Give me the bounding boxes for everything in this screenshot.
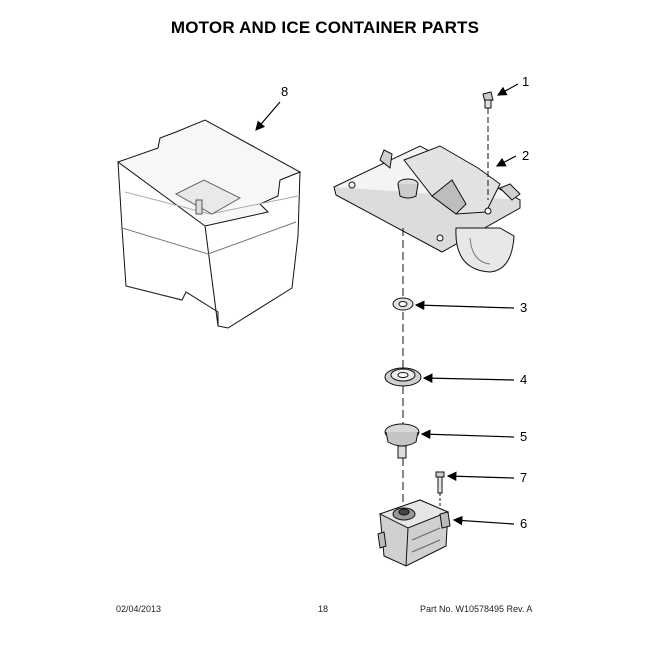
callout-leaders <box>255 83 519 526</box>
screw-part-1 <box>482 91 494 200</box>
callout-2: 2 <box>522 148 529 163</box>
footer-date: 02/04/2013 <box>116 604 162 614</box>
footer-page-number: 18 <box>318 604 329 614</box>
bearing-part-4 <box>384 367 422 387</box>
washer-part-3 <box>392 297 414 311</box>
callout-5: 5 <box>520 429 527 444</box>
callout-6: 6 <box>520 516 527 531</box>
callout-1: 1 <box>522 74 529 89</box>
ice-container-bin <box>116 119 302 329</box>
motor-part-6 <box>377 499 451 567</box>
footer-part-number: Part No. W10578495 Rev. A <box>420 604 533 614</box>
coupler-part-5 <box>384 423 420 459</box>
callout-3: 3 <box>520 300 527 315</box>
callout-4: 4 <box>520 372 527 387</box>
callout-7: 7 <box>520 470 527 485</box>
motor-housing-bracket <box>332 145 522 273</box>
callout-8: 8 <box>281 84 288 99</box>
screw-part-7 <box>435 471 445 508</box>
page-title: MOTOR AND ICE CONTAINER PARTS <box>170 18 480 37</box>
